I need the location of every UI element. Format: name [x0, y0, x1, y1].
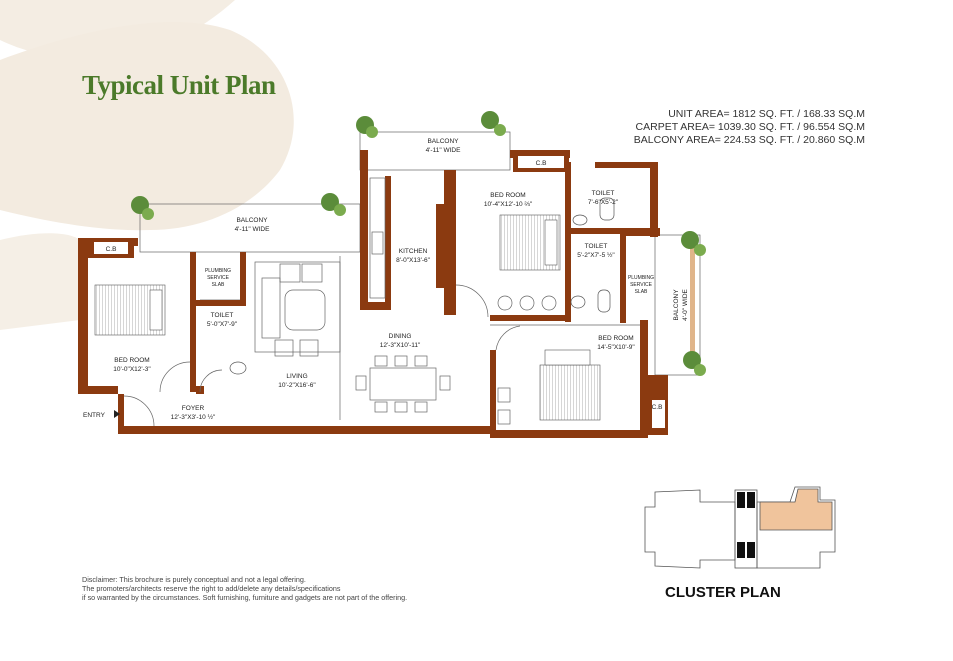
plumbing-left-3: SLAB: [212, 282, 225, 288]
label-toilet-top: TOILET: [592, 190, 615, 197]
label-toilet-left: TOILET: [211, 312, 234, 319]
plumbing-right-2: SERVICE: [630, 282, 653, 288]
plumbing-right-3: SLAB: [635, 289, 648, 295]
size-bed-left: 10'-0"X12'-3": [113, 366, 151, 373]
page-title: Typical Unit Plan: [82, 70, 276, 100]
size-kitchen: 8'-0"X13'-6": [396, 257, 431, 264]
size-dining: 12'-3"X10'-11": [380, 342, 421, 349]
size-balcony-left: 4'-11" WIDE: [235, 226, 271, 233]
label-balcony-left: BALCONY: [236, 217, 268, 224]
unit-area: UNIT AREA= 1812 SQ. FT. / 168.33 SQ.M: [668, 108, 865, 120]
label-cb-left: C.B: [106, 246, 117, 253]
cluster-plan-diagram: [644, 486, 836, 569]
entry-arrow-icon: [114, 410, 120, 418]
size-bed-right: 14'-5"X10'-9": [597, 344, 635, 351]
label-bed-top: BED ROOM: [490, 192, 525, 199]
size-living: 10'-2"X16'-6": [278, 382, 316, 389]
size-foyer: 12'-3"X3'-10 ½": [171, 413, 216, 421]
disclaimer-line-2: The promoters/architects reserve the rig…: [82, 584, 341, 593]
planter-icons: [131, 111, 706, 376]
label-cb-right: C.B: [652, 404, 663, 411]
label-balcony-right: BALCONY: [673, 289, 680, 321]
plumbing-left-1: PLUMBING: [205, 268, 231, 274]
size-bed-top: 10'-4"X12'-10 ⅔": [484, 201, 533, 208]
disclaimer-line-3: if so warranted by the circumstances. So…: [82, 593, 408, 602]
balcony-area: BALCONY AREA= 224.53 SQ. FT. / 20.860 SQ…: [633, 134, 865, 146]
area-summary: UNIT AREA= 1812 SQ. FT. / 168.33 SQ.M CA…: [634, 108, 865, 147]
label-kitchen: KITCHEN: [399, 248, 428, 255]
plumbing-right-1: PLUMBING: [628, 275, 654, 281]
disclaimer-line-1: Disclaimer: This brochure is purely conc…: [82, 575, 306, 584]
size-toilet-left: 5'-0"X7'-9": [207, 321, 238, 328]
size-toilet-mid: 5'-2"X7'-5 ½": [577, 251, 615, 259]
label-cb-top: C.B: [536, 160, 547, 167]
label-toilet-mid: TOILET: [585, 243, 608, 250]
label-entry: ENTRY: [83, 412, 106, 419]
carpet-area: CARPET AREA= 1039.30 SQ. FT. / 96.554 SQ…: [635, 121, 865, 133]
disclaimer: Disclaimer: This brochure is purely conc…: [82, 575, 407, 602]
size-toilet-top: 7'-6"X5'-2": [588, 199, 619, 206]
cluster-plan-label: CLUSTER PLAN: [665, 584, 781, 601]
plumbing-left-2: SERVICE: [207, 275, 230, 281]
label-balcony-top: BALCONY: [427, 138, 459, 145]
label-bed-left: BED ROOM: [114, 357, 149, 364]
label-foyer: FOYER: [182, 405, 205, 412]
label-bed-right: BED ROOM: [598, 335, 633, 342]
label-living: LIVING: [286, 373, 307, 380]
size-balcony-top: 4'-11" WIDE: [426, 147, 462, 154]
size-balcony-right: 4'-0" WIDE: [682, 288, 689, 320]
label-dining: DINING: [389, 333, 412, 340]
